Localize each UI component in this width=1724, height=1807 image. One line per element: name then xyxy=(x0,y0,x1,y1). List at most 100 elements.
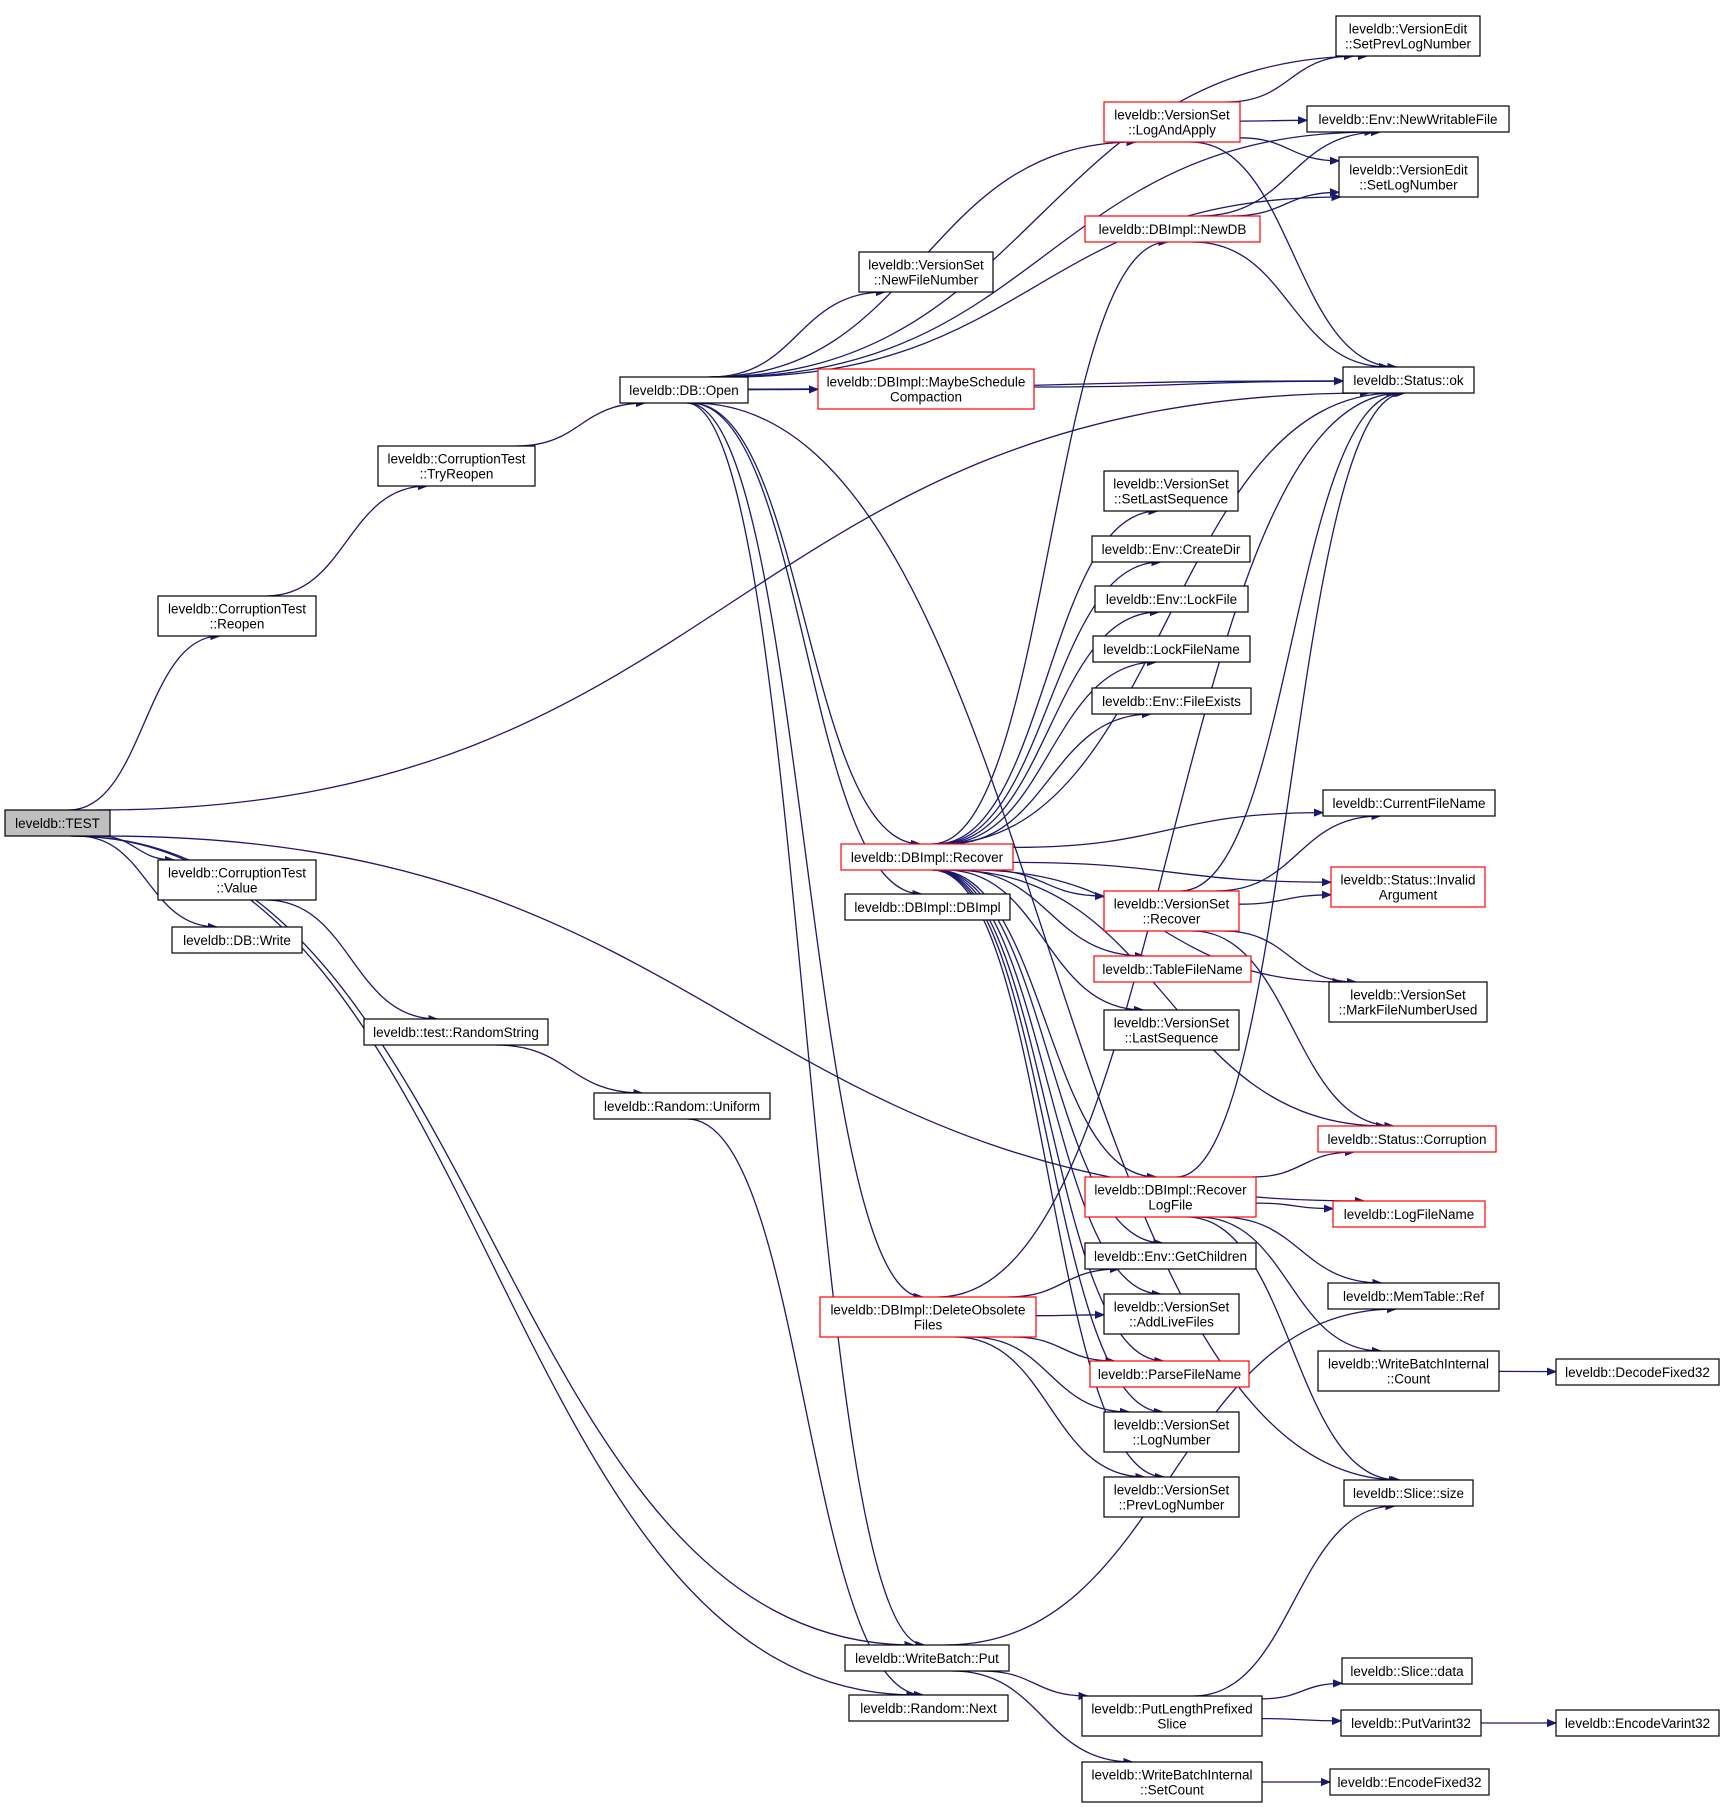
edge-deleteobsolete-to-getchildren xyxy=(1007,1269,1119,1298)
node-label: leveldb::test::RandomString xyxy=(373,1025,539,1040)
node-box xyxy=(1341,1657,1473,1685)
node-encodevarint32[interactable]: leveldb::EncodeVarint32 xyxy=(1555,1709,1720,1737)
node-box xyxy=(1094,585,1249,613)
node-label: leveldb::CorruptionTest xyxy=(387,452,525,467)
edge-logandapply-to-newwritable xyxy=(1239,120,1307,121)
node-putvarint32[interactable]: leveldb::PutVarint32 xyxy=(1340,1709,1482,1737)
node-box xyxy=(1338,156,1479,198)
node-label: leveldb::DecodeFixed32 xyxy=(1565,1365,1710,1380)
node-label: leveldb::LogFileName xyxy=(1344,1207,1475,1222)
edge-deleteobsolete-to-addlivefiles xyxy=(1035,1315,1104,1316)
node-randomnext[interactable]: leveldb::Random::Next xyxy=(848,1694,1009,1722)
edge-dbrecover-to-fileexists xyxy=(947,714,1151,845)
node-slicedata[interactable]: leveldb::Slice::data xyxy=(1341,1657,1473,1685)
edge-vsrecover-to-markfilenum xyxy=(1223,930,1357,982)
edge-logandapply-to-setlognumber xyxy=(1239,137,1339,161)
node-lockfilename[interactable]: leveldb::LockFileName xyxy=(1092,635,1251,663)
node-label: leveldb::VersionSet xyxy=(1350,988,1466,1003)
edge-newdb-to-setlognumber xyxy=(1231,192,1340,217)
node-newfilenumber[interactable]: leveldb::VersionSet::NewFileNumber xyxy=(858,251,994,293)
node-lognumber[interactable]: leveldb::VersionSet::LogNumber xyxy=(1103,1411,1240,1453)
node-newdb[interactable]: leveldb::DBImpl::NewDB xyxy=(1084,215,1261,243)
node-randomstring[interactable]: leveldb::test::RandomString xyxy=(363,1018,549,1046)
edge-deleteobsolete-to-statusok xyxy=(938,393,1402,1298)
edge-test-to-randomnext xyxy=(70,835,915,1695)
node-createdir[interactable]: leveldb::Env::CreateDir xyxy=(1091,535,1251,563)
node-tablefilename[interactable]: leveldb::TableFileName xyxy=(1093,955,1252,983)
node-dbwrite[interactable]: leveldb::DB::Write xyxy=(171,926,303,954)
node-getchildren[interactable]: leveldb::Env::GetChildren xyxy=(1084,1242,1257,1270)
node-prevlognumber[interactable]: leveldb::VersionSet::PrevLogNumber xyxy=(1103,1476,1240,1518)
edge-randomstring-to-uniform xyxy=(495,1044,643,1093)
node-wbput[interactable]: leveldb::WriteBatch::Put xyxy=(844,1644,1010,1672)
node-dbimpl[interactable]: leveldb::DBImpl::DBImpl xyxy=(844,893,1011,921)
node-value[interactable]: leveldb::CorruptionTest::Value xyxy=(157,859,317,901)
node-box xyxy=(840,843,1014,871)
node-fileexists[interactable]: leveldb::Env::FileExists xyxy=(1091,687,1252,715)
node-label: ::Value xyxy=(216,881,257,896)
node-test[interactable]: leveldb::TEST xyxy=(4,809,111,837)
edge-recoverlog-to-memtableref xyxy=(1219,1216,1382,1283)
node-box xyxy=(1091,687,1252,715)
node-lastsequence[interactable]: leveldb::VersionSet::LastSequence xyxy=(1103,1009,1240,1051)
edge-logandapply-to-setprevlog xyxy=(1226,56,1353,103)
node-label: leveldb::Random::Uniform xyxy=(604,1099,760,1114)
node-label: leveldb::VersionSet xyxy=(1114,108,1230,123)
node-label: leveldb::VersionEdit xyxy=(1349,22,1468,37)
node-newwritable[interactable]: leveldb::Env::NewWritableFile xyxy=(1306,105,1510,133)
node-box xyxy=(4,809,111,837)
node-label: ::SetLogNumber xyxy=(1359,178,1458,193)
node-corruption[interactable]: leveldb::Status::Corruption xyxy=(1317,1125,1497,1153)
node-parsefilename[interactable]: leveldb::ParseFileName xyxy=(1089,1360,1250,1388)
node-logfilename[interactable]: leveldb::LogFileName xyxy=(1332,1200,1486,1228)
node-reopen[interactable]: leveldb::CorruptionTest::Reopen xyxy=(157,595,317,637)
node-uniform[interactable]: leveldb::Random::Uniform xyxy=(593,1092,771,1120)
node-box xyxy=(1335,15,1481,57)
node-statusok[interactable]: leveldb::Status::ok xyxy=(1342,366,1475,394)
node-label: leveldb::Env::CreateDir xyxy=(1102,542,1241,557)
node-label: leveldb::Slice::data xyxy=(1350,1664,1464,1679)
node-box xyxy=(1103,470,1239,512)
node-slicesize[interactable]: leveldb::Slice::size xyxy=(1343,1479,1474,1507)
node-currentfilename[interactable]: leveldb::CurrentFileName xyxy=(1322,789,1496,817)
node-label: ::SetCount xyxy=(1140,1783,1204,1798)
node-box xyxy=(1103,1411,1240,1453)
node-setprevlog[interactable]: leveldb::VersionEdit::SetPrevLogNumber xyxy=(1335,15,1481,57)
node-setlognumber[interactable]: leveldb::VersionEdit::SetLogNumber xyxy=(1338,156,1479,198)
node-label: leveldb::DB::Open xyxy=(629,383,739,398)
node-box xyxy=(1555,1358,1720,1386)
edge-logandapply-to-statusok xyxy=(1190,141,1396,367)
edge-putlenprefixed-to-putvarint32 xyxy=(1261,1719,1341,1721)
edge-wbput-to-wbisetcount xyxy=(952,1670,1133,1762)
edge-tryreopen-to-dbopen xyxy=(516,403,645,447)
node-label: leveldb::VersionSet xyxy=(1114,1300,1230,1315)
node-vsrecover[interactable]: leveldb::VersionSet::Recover xyxy=(1103,890,1240,932)
node-label: LogFile xyxy=(1148,1198,1192,1213)
node-logandapply[interactable]: leveldb::VersionSet::LogAndApply xyxy=(1103,101,1241,143)
node-addlivefiles[interactable]: leveldb::VersionSet::AddLiveFiles xyxy=(1103,1293,1240,1335)
node-label: ::SetPrevLogNumber xyxy=(1345,37,1472,52)
node-box xyxy=(1317,1125,1497,1153)
edge-vsrecover-to-currentfilename xyxy=(1215,816,1381,892)
node-tryreopen[interactable]: leveldb::CorruptionTest::TryReopen xyxy=(377,445,536,487)
node-encodefixed32[interactable]: leveldb::EncodeFixed32 xyxy=(1329,1768,1490,1796)
node-box xyxy=(1306,105,1510,133)
edge-dbopen-to-dbrecover xyxy=(690,402,920,844)
node-decodefixed32[interactable]: leveldb::DecodeFixed32 xyxy=(1555,1358,1720,1386)
node-wbisetcount[interactable]: leveldb::WriteBatchInternal::SetCount xyxy=(1081,1761,1263,1803)
node-wbicount[interactable]: leveldb::WriteBatchInternal::Count xyxy=(1317,1350,1500,1392)
node-setlastseq[interactable]: leveldb::VersionSet::SetLastSequence xyxy=(1103,470,1239,512)
node-lockfile[interactable]: leveldb::Env::LockFile xyxy=(1094,585,1249,613)
edge-dbrecover-to-recoverlog xyxy=(936,869,1156,1177)
edge-test-to-statusok xyxy=(97,393,1369,811)
node-label: leveldb::ParseFileName xyxy=(1098,1367,1241,1382)
node-markfilenum[interactable]: leveldb::VersionSet::MarkFileNumberUsed xyxy=(1328,981,1488,1023)
node-memtableref[interactable]: leveldb::MemTable::Ref xyxy=(1327,1282,1500,1310)
node-dbopen[interactable]: leveldb::DB::Open xyxy=(619,376,749,404)
node-dbrecover[interactable]: leveldb::DBImpl::Recover xyxy=(840,843,1014,871)
